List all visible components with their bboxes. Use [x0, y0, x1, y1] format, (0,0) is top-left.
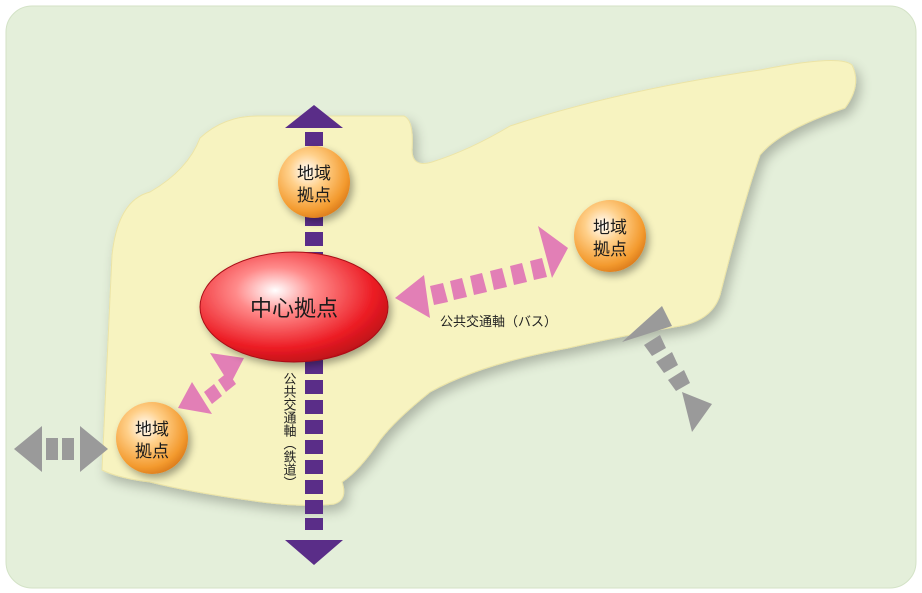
regional-hub-north: 地域 拠点 — [278, 146, 350, 218]
bus-arrow-head-right — [538, 226, 568, 278]
regional-hub-east-line2: 拠点 — [593, 240, 627, 260]
rail-axis-label: 公共交通軸（鉄道） — [281, 372, 297, 489]
regional-hub-east-line1: 地域 — [593, 218, 627, 238]
outer-link-arrow-west — [14, 426, 108, 472]
rail-arrow-head-bottom — [285, 540, 343, 565]
rail-arrow-head-top — [285, 105, 343, 128]
local-link-head-lower — [178, 382, 212, 414]
center-hub-label: 中心拠点 — [250, 297, 338, 322]
regional-hub-southwest: 地域 拠点 — [116, 402, 188, 474]
local-link-arrow — [178, 353, 244, 414]
regional-hub-north-line2: 拠点 — [297, 186, 331, 206]
center-hub: 中心拠点 — [199, 251, 389, 363]
regional-hub-southwest-line2: 拠点 — [135, 442, 169, 462]
bus-arrow-head-left — [395, 275, 430, 318]
regional-hub-east: 地域 拠点 — [574, 200, 646, 272]
outer-link-arrow-east — [622, 306, 712, 432]
bus-axis-arrow — [395, 226, 568, 318]
regional-hub-north-line1: 地域 — [297, 164, 331, 184]
regional-hub-southwest-line1: 地域 — [135, 420, 169, 440]
bus-axis-label: 公共交通軸（バス） — [440, 314, 557, 330]
local-link-head-upper — [210, 353, 244, 385]
